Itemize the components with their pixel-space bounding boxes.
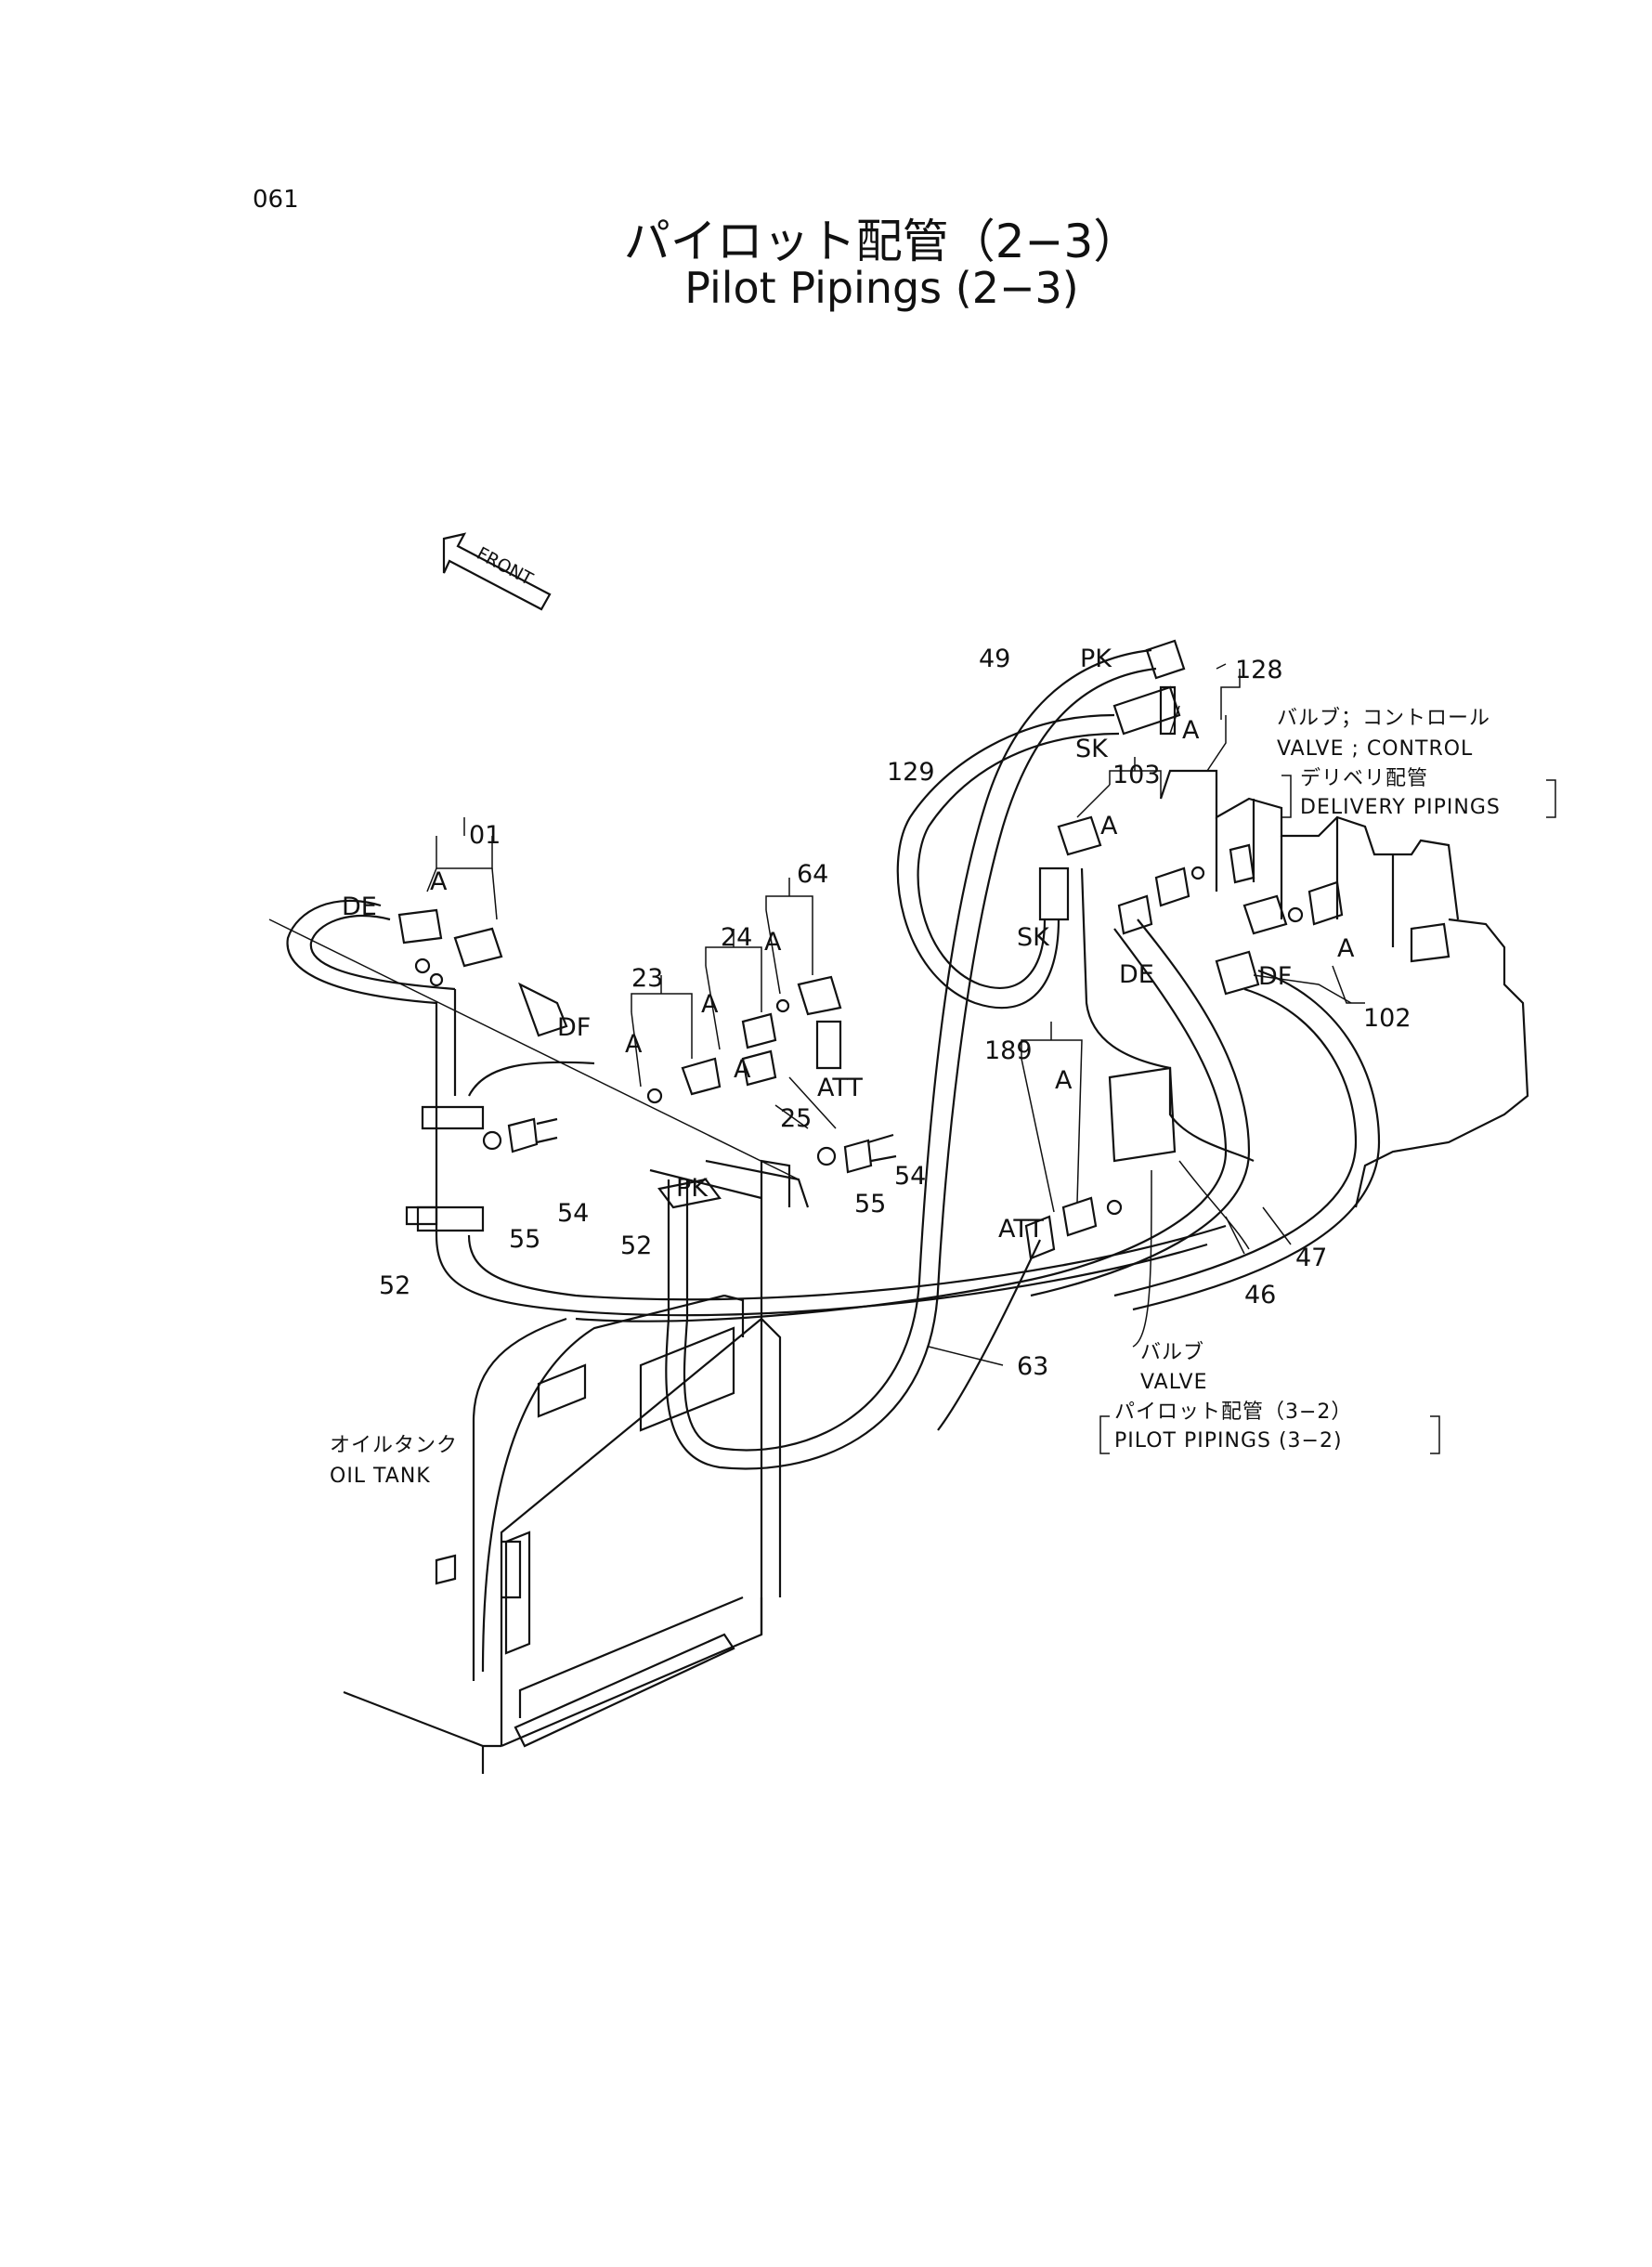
callout-49: 49 [979, 645, 1010, 673]
hose-129 [896, 713, 1115, 1010]
callout-64: 64 [797, 860, 828, 889]
front-label: FRONT [474, 543, 537, 590]
callout-129: 129 [887, 758, 935, 787]
callout-189: 189 [984, 1036, 1033, 1065]
callout-55-left: 55 [509, 1225, 540, 1254]
hose-46-outer [1030, 919, 1251, 1297]
callout-103: 103 [1112, 761, 1161, 789]
hose-189 [937, 1239, 1041, 1431]
title-japanese: パイロット配管（2−3） [623, 215, 1140, 268]
port-a-7: A [1100, 812, 1118, 840]
leader-lines [426, 663, 1556, 1454]
title-english: Pilot Pipings (2−3) [684, 263, 1079, 313]
hose-49-outer [665, 667, 1157, 1470]
section-line [268, 919, 800, 1180]
note-delivery-en: DELIVERY PIPINGS [1300, 796, 1501, 819]
port-a-3: A [701, 990, 719, 1019]
callout-52-left: 52 [379, 1271, 410, 1300]
callout-52-mid: 52 [620, 1231, 652, 1260]
hose-129-inner [917, 732, 1120, 989]
callout-46: 46 [1244, 1281, 1276, 1309]
callout-63: 63 [1017, 1352, 1048, 1381]
callout-55-right: 55 [854, 1190, 886, 1218]
callout-24: 24 [721, 923, 752, 952]
callout-102: 102 [1363, 1004, 1411, 1033]
callout-23: 23 [631, 964, 663, 993]
note-oil-tank-en: OIL TANK [330, 1465, 431, 1488]
port-sk-lower: SK [1017, 923, 1050, 952]
fitting-icon [397, 639, 1344, 1260]
port-sk-upper: SK [1075, 735, 1109, 763]
note-valve-jp: バルブ [1140, 1341, 1204, 1364]
port-de-right: DE [1119, 960, 1154, 989]
port-df-right: DF [1258, 962, 1292, 991]
note-control-valve-jp: バルブ；コントロール [1277, 707, 1490, 730]
port-a-2: A [625, 1030, 643, 1059]
port-pk-left: PK [676, 1174, 709, 1203]
note-pilot32-jp: パイロット配管（3−2） [1114, 1401, 1352, 1424]
note-control-valve-en: VALVE ; CONTROL [1277, 737, 1473, 761]
callout-54-right: 54 [894, 1162, 926, 1191]
port-att-upper: ATT [817, 1074, 863, 1102]
hose-47 [1113, 987, 1358, 1297]
hose-49 [683, 648, 1152, 1452]
note-oil-tank-jp: オイルタンク [330, 1434, 458, 1457]
callout-47: 47 [1295, 1244, 1327, 1272]
port-a-5: A [764, 928, 782, 957]
port-att-lower: ATT [998, 1215, 1044, 1244]
callout-25: 25 [780, 1104, 812, 1133]
note-valve-en: VALVE [1140, 1371, 1207, 1394]
control-valve [1080, 769, 1529, 1208]
hose-46 [575, 928, 1228, 1322]
port-de-left: DE [342, 892, 377, 921]
callout-01: 01 [469, 821, 501, 850]
hose-assembly-left [286, 899, 1227, 1317]
callout-54-left: 54 [557, 1199, 589, 1228]
port-a-9: A [1337, 934, 1355, 963]
port-a-8: A [1182, 716, 1200, 745]
port-pk-right: PK [1080, 645, 1112, 673]
page-number: 061 [253, 186, 299, 214]
port-a-4: A [734, 1055, 751, 1084]
front-arrow-icon: FRONT [442, 532, 552, 611]
note-pilot32-en: PILOT PIPINGS (3−2) [1114, 1429, 1343, 1453]
port-a-6: A [1055, 1066, 1073, 1095]
port-df-left: DF [557, 1013, 591, 1042]
port-a-1: A [430, 867, 448, 896]
note-delivery-jp: デリベリ配管 [1300, 767, 1428, 790]
callout-128: 128 [1235, 656, 1283, 684]
hose-47-outer [1132, 969, 1381, 1311]
